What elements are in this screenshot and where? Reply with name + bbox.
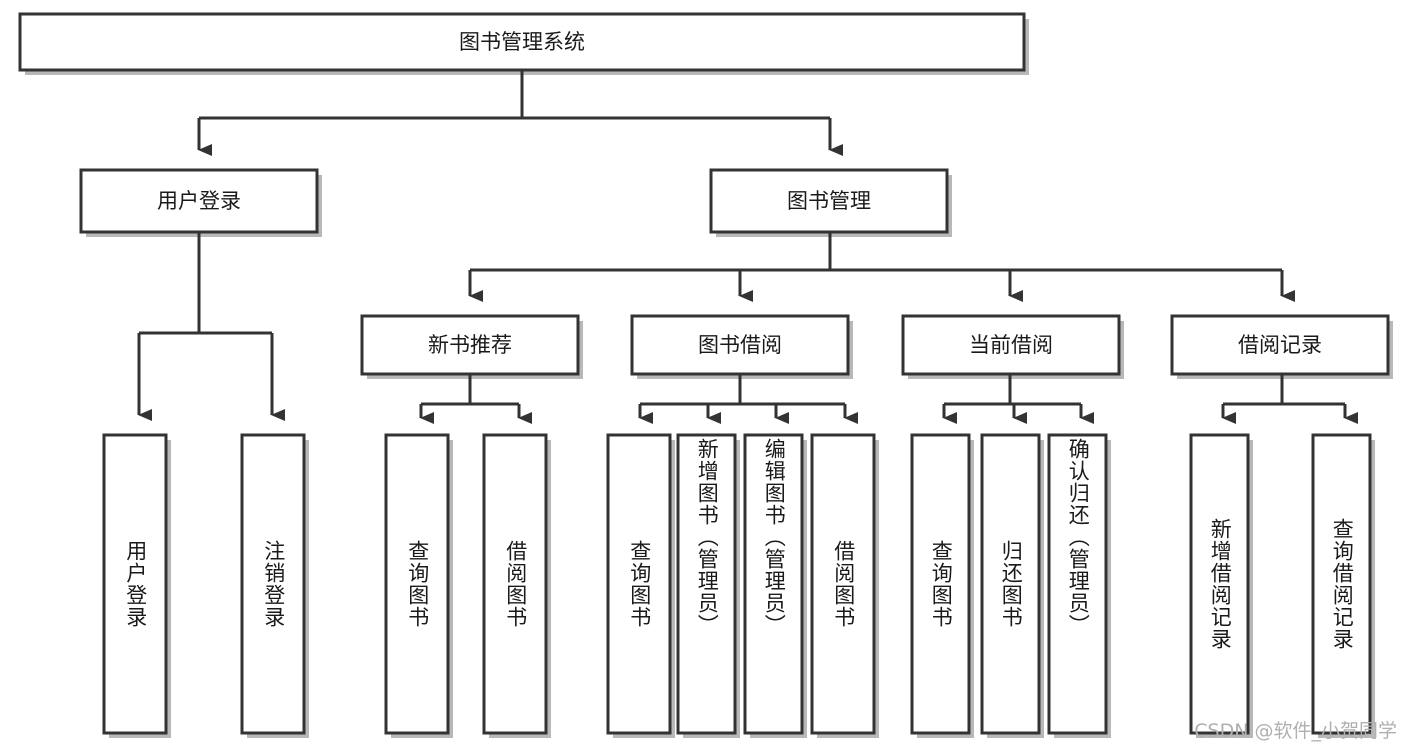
connector-book-borrow-to-leaves <box>638 374 858 424</box>
node-book-management[interactable]: 图书管理 <box>709 168 949 234</box>
leaf-box-borrow-book-1[interactable] <box>482 433 548 735</box>
node-root[interactable]: 图书管理系统 <box>18 12 1026 72</box>
leaf-box-query-record[interactable] <box>1311 433 1372 735</box>
node-current-borrow[interactable]: 当前借阅 <box>901 314 1121 376</box>
leaf-box-query-book-3[interactable] <box>910 433 971 735</box>
leaf-box-add-record[interactable] <box>1189 433 1250 735</box>
node-book-borrow-label: 图书借阅 <box>698 333 782 357</box>
leaf-box-return-book[interactable] <box>980 433 1041 735</box>
node-user-login[interactable]: 用户登录 <box>79 168 319 234</box>
leaf-box-query-book-2[interactable] <box>606 433 672 735</box>
leaf-box-user-login[interactable] <box>102 433 168 735</box>
leaf-box-query-book-1[interactable] <box>384 433 450 735</box>
leaf-box-user-logout[interactable] <box>240 433 306 735</box>
connector-user-login-to-leaves <box>137 232 285 421</box>
node-borrow-record[interactable]: 借阅记录 <box>1170 314 1390 376</box>
node-book-borrow[interactable]: 图书借阅 <box>630 314 850 376</box>
leaf-box-add-book[interactable] <box>676 433 737 735</box>
node-root-label: 图书管理系统 <box>459 30 585 54</box>
connector-borrow-record-to-leaves <box>1221 374 1358 424</box>
node-new-book-recommend[interactable]: 新书推荐 <box>360 314 580 376</box>
node-book-management-label: 图书管理 <box>787 189 871 213</box>
leaf-box-borrow-book-2[interactable] <box>810 433 876 735</box>
connector-new-book-recommend-to-leaves <box>419 374 532 424</box>
leaf-box-confirm-return[interactable] <box>1047 433 1108 735</box>
connector-root-to-level2 <box>197 70 843 156</box>
node-new-book-recommend-label: 新书推荐 <box>428 333 512 357</box>
connector-book-management-to-level3 <box>468 232 1295 302</box>
leaf-boxes <box>102 433 1372 735</box>
connector-current-borrow-to-leaves <box>942 374 1094 424</box>
node-borrow-record-label: 借阅记录 <box>1238 333 1322 357</box>
node-current-borrow-label: 当前借阅 <box>969 333 1053 357</box>
leaf-box-edit-book[interactable] <box>743 433 804 735</box>
node-user-login-label: 用户登录 <box>157 189 241 213</box>
